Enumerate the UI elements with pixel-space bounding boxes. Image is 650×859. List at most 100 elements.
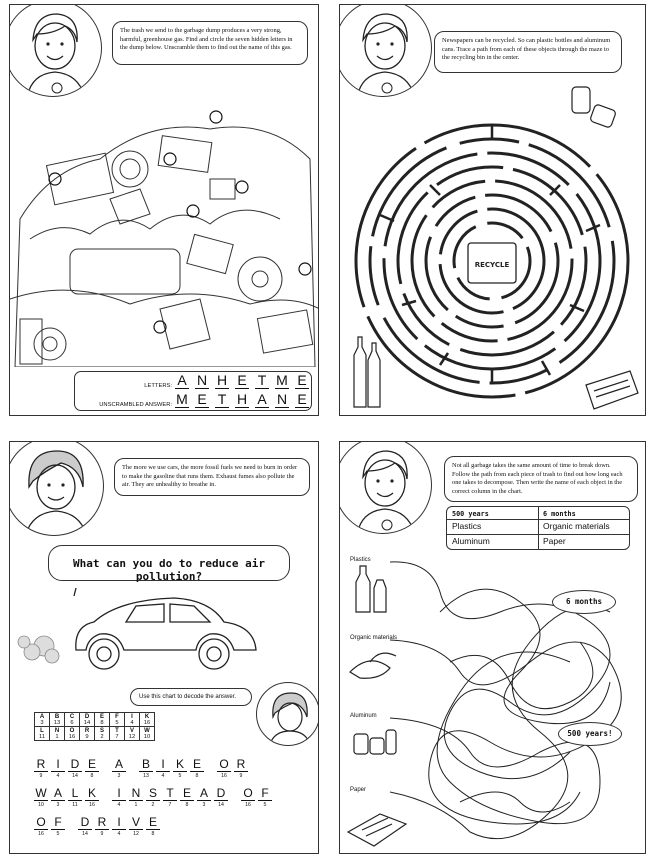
decoder-letter: N	[54, 728, 60, 734]
question-text: What can you do to reduce air pollution?	[72, 557, 266, 583]
decoded-letter: I	[156, 758, 170, 772]
decoded-letter: D	[214, 787, 228, 801]
cans-icon	[571, 86, 616, 128]
decoded-number: 3	[117, 773, 121, 779]
decoded-letter: A	[51, 787, 65, 801]
decoder-number: 8	[100, 720, 104, 726]
decoder-letter: R	[84, 728, 90, 734]
boy-illustration	[356, 13, 416, 96]
decoded-letter: E	[180, 787, 194, 801]
decoded-letter: I	[112, 787, 126, 801]
instruction-text: Not all garbage takes the same amount of…	[452, 462, 623, 495]
decoded-number: 13	[143, 773, 149, 779]
decoder-letter: F	[115, 714, 119, 720]
col-header-6-months: 6 months	[543, 510, 576, 518]
decoder-number: 4	[130, 720, 134, 726]
instruction-bubble: Newspapers can be recycled. So can plast…	[434, 31, 622, 73]
instruction-text: The more we use cars, the more fossil fu…	[122, 464, 298, 489]
decoder-number: 5	[115, 720, 119, 726]
decoder-number: 16	[68, 734, 76, 740]
boy-illustration	[26, 13, 86, 96]
decoded-letter: L	[68, 787, 82, 801]
decoded-number: 4	[161, 773, 165, 779]
item-label-paper: Paper	[350, 787, 367, 793]
decoded-letter: F	[258, 787, 272, 801]
decoded-number: 16	[221, 773, 227, 779]
decoder-number: 16	[143, 720, 151, 726]
decomposition-panel: Not all garbage takes the same amount of…	[339, 441, 646, 854]
decoded-number: 14	[72, 773, 78, 779]
bin-label: RECYCLE	[475, 261, 510, 269]
decoder-number: 14	[83, 720, 91, 726]
decoded-letter: D	[78, 816, 92, 830]
hidden-letter-7: E	[295, 373, 309, 389]
newspaper-icon	[585, 370, 639, 410]
word-gap	[68, 816, 78, 838]
decoder-number: 7	[115, 734, 119, 740]
decoded-number: 5	[263, 802, 267, 808]
answer-letter-3: T	[215, 392, 229, 408]
decoder-number: 12	[128, 734, 136, 740]
decoded-number: 9	[39, 773, 43, 779]
decoded-letter: A	[112, 758, 126, 772]
decoded-letter: N	[129, 787, 143, 801]
hidden-letter-5: T	[255, 373, 269, 389]
decoded-letter: T	[163, 787, 177, 801]
decoded-letter: R	[95, 816, 109, 830]
decoder-number: 2	[100, 734, 104, 740]
decoder-number: 9	[85, 734, 89, 740]
decoded-number: 14	[82, 831, 88, 837]
tag-6-months: 6 months	[552, 590, 616, 614]
decoded-letter: O	[217, 758, 231, 772]
decoded-letter: I	[51, 758, 65, 772]
boy-illustration	[356, 450, 416, 533]
tangled-paths	[346, 561, 622, 847]
decoded-number: 8	[90, 773, 94, 779]
decoded-letter: E	[85, 758, 99, 772]
decoded-number: 4	[56, 773, 60, 779]
instruction-bubble: Not all garbage takes the same amount of…	[444, 456, 638, 502]
decoded-number: 2	[151, 802, 155, 808]
car-illustration	[17, 587, 257, 670]
decoder-number: 11	[38, 734, 46, 740]
organic-materials-icon	[349, 652, 397, 679]
word-gap	[102, 758, 112, 780]
decoder-letter: K	[144, 714, 150, 720]
decoder-letter: C	[69, 714, 75, 720]
item-label-aluminum: Aluminum	[350, 713, 377, 719]
item-label-plastics: Plastics	[350, 557, 371, 563]
answer-label: UNSCRAMBLED ANSWER:	[99, 402, 172, 408]
girl-small-illustration	[269, 692, 311, 745]
decoded-letter: A	[197, 787, 211, 801]
decoder-number: 10	[143, 734, 151, 740]
decoded-number: 8	[151, 831, 155, 837]
decoder-number: 3	[40, 720, 44, 726]
decoded-number: 3	[56, 802, 60, 808]
plastic-bottles-icon	[355, 565, 387, 613]
decoded-number: 4	[117, 831, 121, 837]
